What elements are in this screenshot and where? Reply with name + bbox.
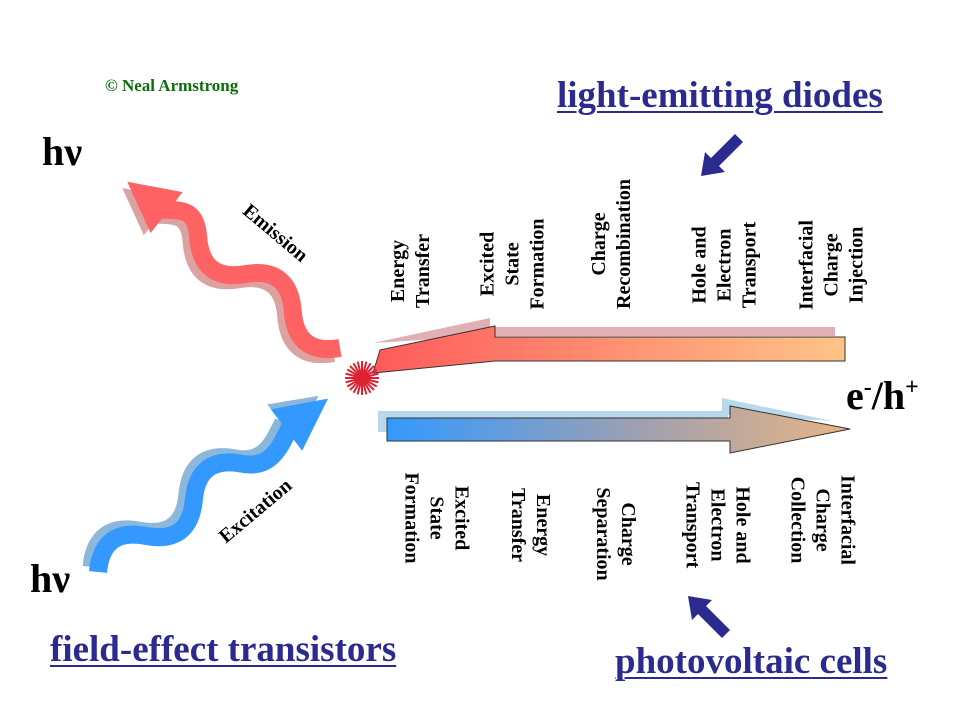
charge-carriers-label: e-/h+ bbox=[846, 372, 919, 419]
step-label-line: Excited bbox=[450, 485, 473, 551]
step-label-line: Interfacial bbox=[795, 220, 818, 310]
step-label-line: Electron bbox=[713, 228, 736, 302]
step-label-line: Transport bbox=[681, 481, 704, 569]
step-label-line: Formation bbox=[400, 472, 423, 564]
photon-label-top: hν bbox=[42, 129, 83, 174]
step-label-line: Transfer bbox=[412, 233, 434, 309]
step-label-line: Charge bbox=[588, 212, 610, 276]
step-label-line: Electron bbox=[706, 488, 729, 562]
step-label-line: Charge bbox=[820, 233, 843, 297]
step-label-line: Hole and bbox=[731, 486, 754, 564]
step-label-line: State bbox=[425, 496, 448, 540]
starburst-core bbox=[356, 372, 368, 384]
emission-wavy-arrow bbox=[122, 181, 342, 364]
step-label-line: Formation bbox=[526, 218, 549, 310]
electron-symbol: e bbox=[846, 373, 864, 418]
excitation-wavy-arrow bbox=[82, 395, 329, 574]
minus-superscript: - bbox=[863, 374, 872, 401]
fet-title-link[interactable]: field-effect transistors bbox=[50, 629, 397, 670]
step-label-line: Separation bbox=[592, 487, 614, 581]
pv-process-arrow bbox=[378, 398, 851, 454]
photon-label-bottom: hν bbox=[30, 556, 71, 601]
led-title-link[interactable]: light-emitting diodes bbox=[557, 75, 883, 116]
step-label-line: Charge bbox=[617, 502, 639, 566]
step-label-line: State bbox=[501, 242, 524, 286]
led-pointer-arrow-icon bbox=[701, 134, 743, 176]
step-label-line: Energy bbox=[387, 239, 409, 303]
step-label-line: Hole and bbox=[688, 226, 711, 304]
led-process-arrow bbox=[372, 318, 846, 374]
pv-pointer-arrow-icon bbox=[688, 596, 730, 638]
plus-superscript: + bbox=[905, 374, 919, 401]
step-label-line: Transport bbox=[738, 221, 761, 309]
step-label-line: Energy bbox=[532, 493, 554, 557]
hole-symbol: /h bbox=[871, 373, 906, 418]
step-label-line: Injection bbox=[845, 226, 868, 304]
copyright-notice: © Neal Armstrong bbox=[105, 76, 239, 95]
step-label-line: Collection bbox=[786, 476, 809, 564]
step-label-line: Transfer bbox=[507, 487, 529, 563]
step-label-line: Excited bbox=[476, 231, 499, 297]
step-label-line: Recombination bbox=[613, 179, 635, 309]
step-label-line: Charge bbox=[811, 488, 834, 552]
pv-title-link[interactable]: photovoltaic cells bbox=[615, 641, 888, 682]
starburst-icon bbox=[345, 361, 379, 395]
step-label-line: Interfacial bbox=[836, 475, 859, 565]
